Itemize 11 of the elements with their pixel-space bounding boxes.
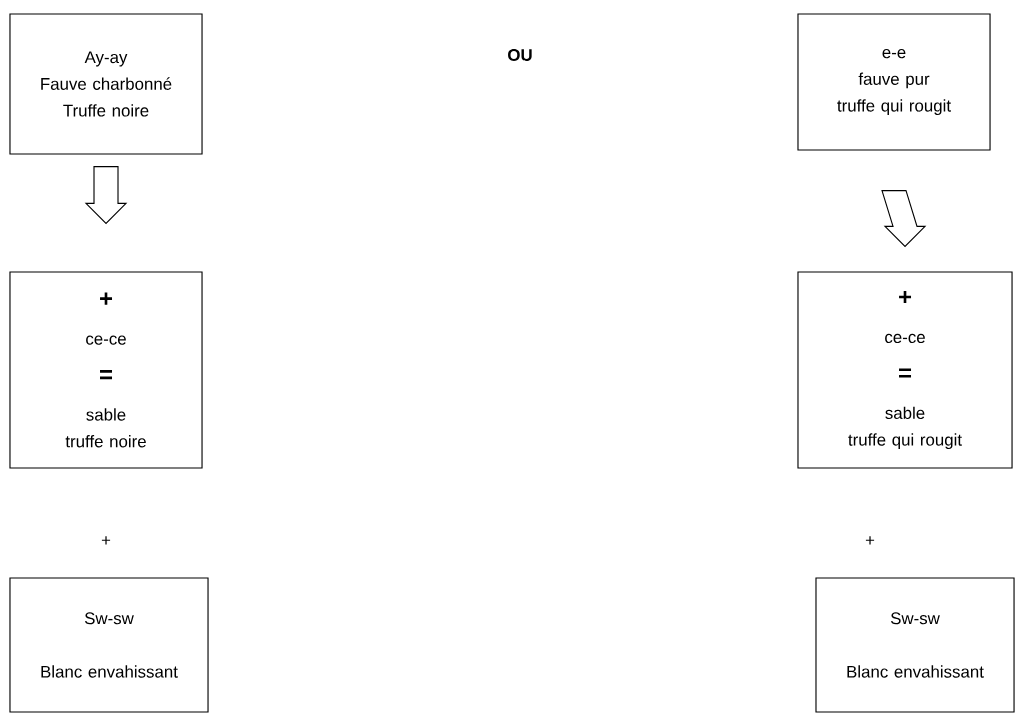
text-box: Sw-sw Blanc envahissant — [9, 577, 209, 713]
text-box: e-e fauve pur truffe qui rougit — [797, 13, 991, 151]
text-box: Sw-sw Blanc envahissant — [815, 577, 1015, 713]
plus-sign: + — [101, 536, 111, 545]
plus-sign: + — [865, 536, 875, 545]
or-label: OU — [508, 49, 532, 61]
text-box: Ay-ay Fauve charbonné Truffe noire — [9, 13, 203, 155]
text-box: + ce-ce = sable truffe qui rougit — [797, 271, 1013, 469]
block-arrow — [881, 190, 927, 248]
text-box: + ce-ce = sable truffe noire — [9, 271, 203, 469]
block-arrow — [84, 166, 128, 225]
